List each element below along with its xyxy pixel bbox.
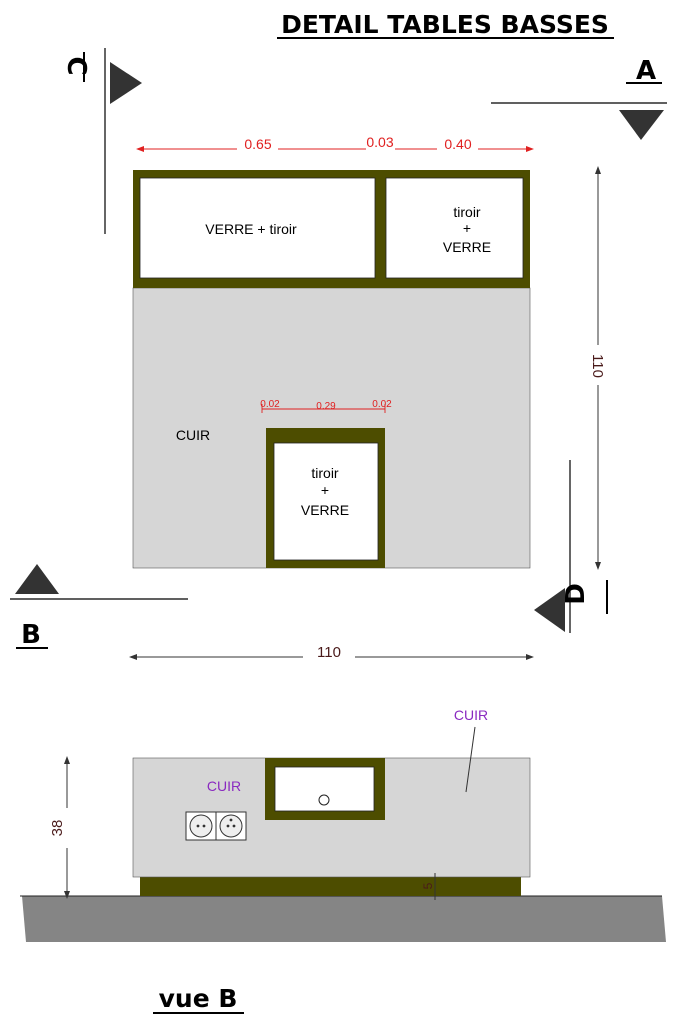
- plan-cell-left-label: VERRE + tiroir: [205, 221, 297, 237]
- section-marker-d: D: [534, 460, 608, 633]
- elevation-material-label-left: CUIR: [207, 778, 241, 794]
- mark-a-letter: A: [636, 56, 656, 86]
- view-label: vue B: [159, 984, 238, 1013]
- plan-cell-right-label-3: VERRE: [443, 239, 491, 255]
- section-arrow-c: [110, 62, 142, 104]
- section-arrow-d: [534, 588, 565, 632]
- plan-material-label: CUIR: [176, 427, 210, 443]
- plan-cell-center: [273, 442, 379, 561]
- section-marker-b: B: [10, 564, 188, 650]
- drawing-title: DETAIL TABLES BASSES: [281, 10, 609, 39]
- plan-cell-center-label-1: tiroir: [311, 465, 339, 481]
- socket-right-icon: [219, 814, 243, 838]
- dim-top-middle: 0.03: [366, 134, 393, 150]
- dimension-inner: 0.02 0.29 0.02: [260, 399, 392, 413]
- ground-slab: [22, 896, 666, 942]
- dim-top-left: 0.65: [244, 136, 271, 152]
- dim-width-label: 110: [317, 644, 341, 661]
- drawer-knob: [318, 794, 330, 806]
- dim-base-label: 5: [421, 882, 435, 889]
- dim-inner-right: 0.02: [372, 399, 392, 410]
- dimension-top: 0.65 0.03 0.40: [136, 134, 534, 152]
- plan-cell-left: [139, 177, 376, 279]
- section-arrow-a: [619, 110, 664, 140]
- section-arrow-b: [15, 564, 59, 594]
- power-socket: [185, 811, 247, 841]
- dimension-width: 110: [129, 644, 534, 661]
- elevation-base-plinth: [140, 877, 521, 896]
- dim-inner-middle: 0.29: [316, 401, 336, 412]
- section-marker-c: C: [61, 48, 142, 234]
- plan-cell-center-label-2: +: [321, 482, 329, 498]
- section-marker-a: A: [491, 56, 667, 140]
- dim-depth-label: 110: [589, 354, 606, 378]
- socket-left-icon: [189, 814, 213, 838]
- plan-cell-right-label-2: +: [463, 220, 471, 236]
- dim-inner-left: 0.02: [260, 399, 280, 410]
- plan-cell-right: [385, 177, 524, 279]
- mark-c-letter: C: [61, 56, 91, 75]
- dim-height-label: 38: [49, 820, 66, 837]
- elevation-material-label-top: CUIR: [454, 707, 488, 723]
- dim-top-right: 0.40: [444, 136, 471, 152]
- dimension-height: 38: [49, 756, 70, 899]
- mark-b-letter: B: [21, 620, 41, 650]
- plan-cell-center-label-3: VERRE: [301, 502, 349, 518]
- mark-d-letter: D: [561, 583, 591, 605]
- dimension-base: 5: [421, 873, 436, 900]
- plan-cell-right-label-1: tiroir: [453, 204, 481, 220]
- material-leader-line: [465, 726, 476, 793]
- dimension-depth: 110: [589, 166, 606, 570]
